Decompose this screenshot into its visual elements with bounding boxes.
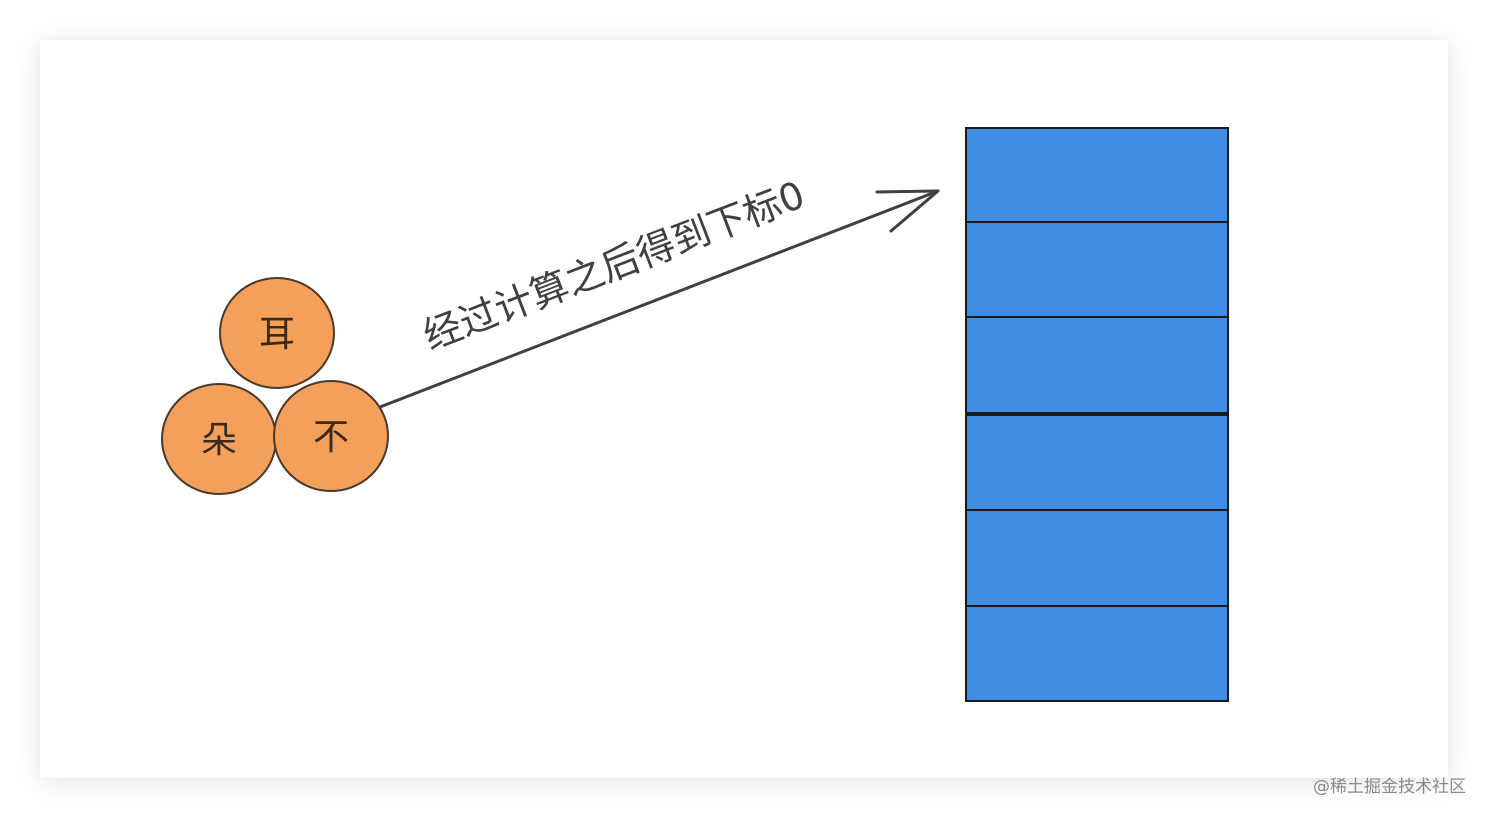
array-slot-0: [965, 127, 1229, 223]
key-circles: 耳 朵 不: [161, 277, 389, 495]
circle-right: [273, 380, 389, 492]
arrow-label: 经过计算之后得到下标0: [417, 172, 810, 358]
array-slot-4: [965, 509, 1229, 607]
circle-top-label: 耳: [259, 314, 295, 355]
array-slot-2: [965, 316, 1229, 414]
circle-left-label: 朵: [201, 420, 237, 461]
mapping-arrow: 经过计算之后得到下标0: [378, 172, 940, 409]
watermark: @稀土掘金技术社区: [1313, 777, 1466, 797]
arrow-head: [875, 189, 940, 233]
array-slots: [965, 127, 1229, 702]
array-slot-1: [965, 221, 1229, 318]
circle-top: [219, 277, 335, 389]
circle-right-label: 不: [313, 417, 349, 458]
array-slot-3: [965, 414, 1229, 511]
array-slot-5: [965, 605, 1229, 702]
arrow-shaft: [378, 189, 940, 409]
